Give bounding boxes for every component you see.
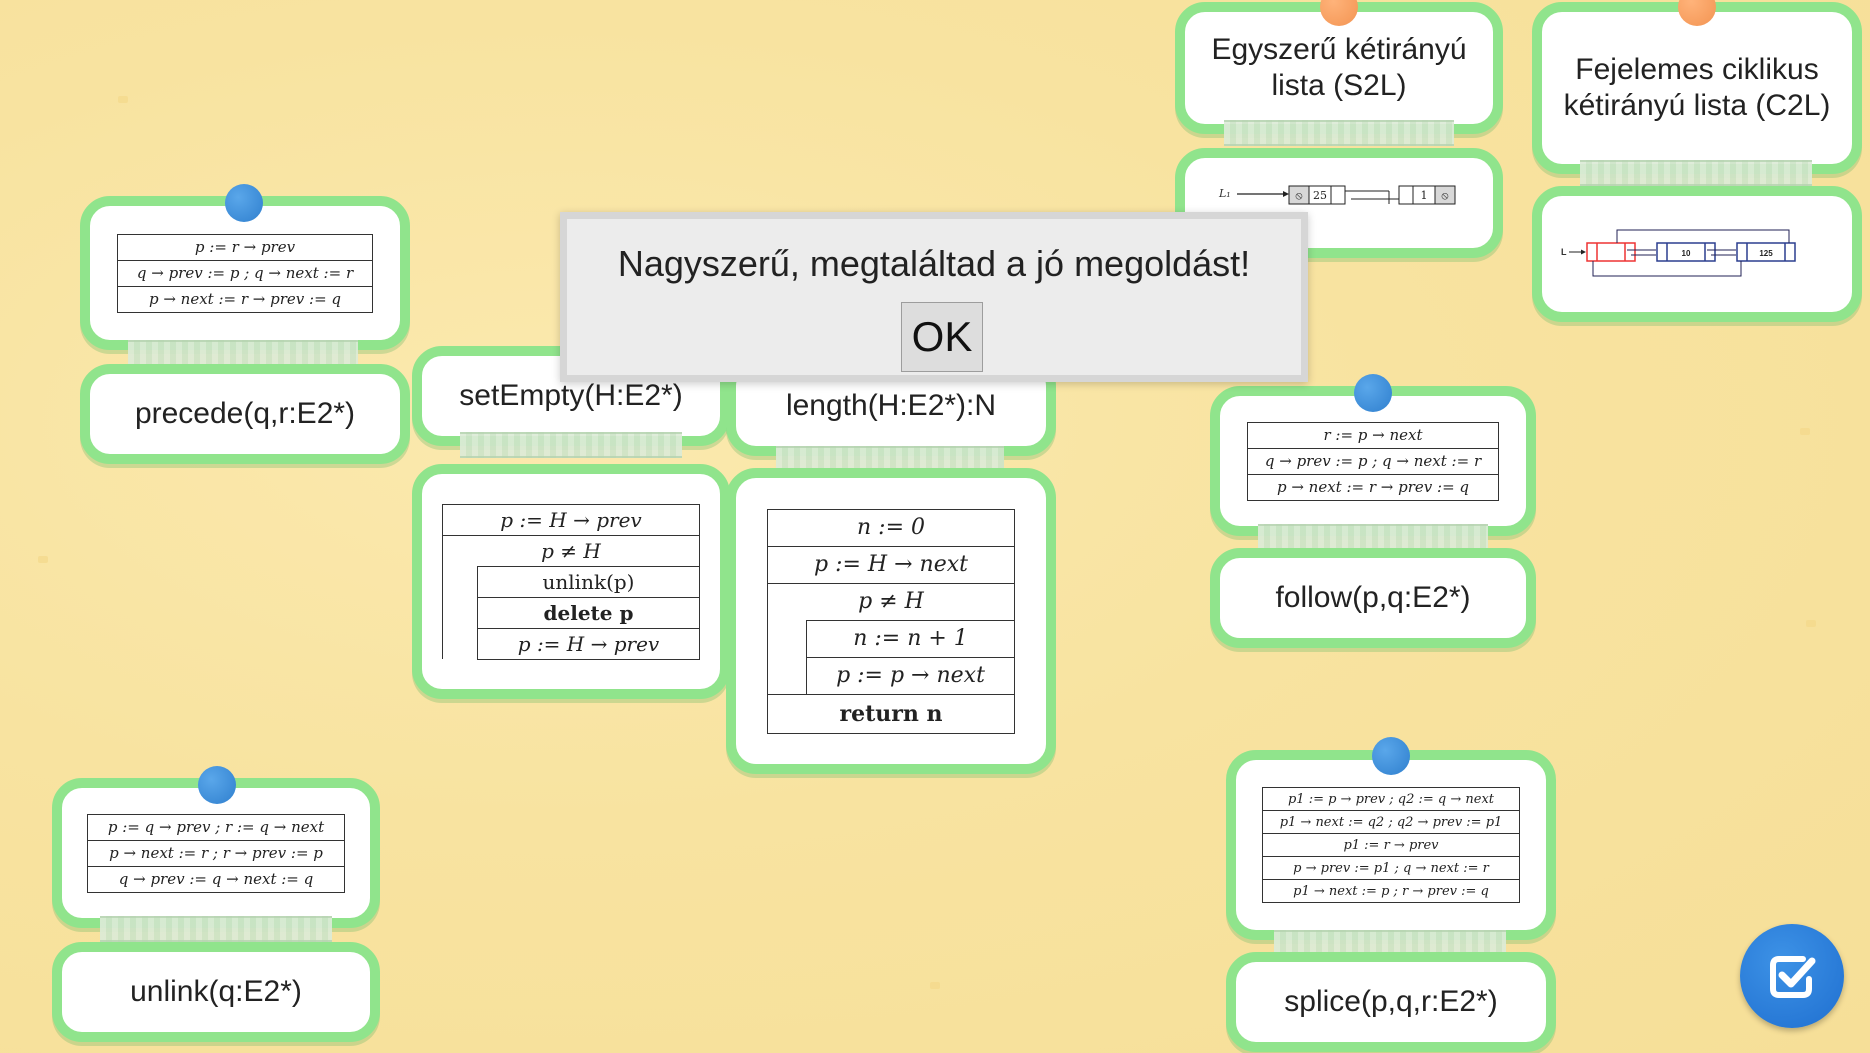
algo-line: r := p → next bbox=[1247, 421, 1499, 449]
background-speck bbox=[1800, 428, 1810, 435]
c2l-diagram-card[interactable]: L 10 125 bbox=[1532, 186, 1862, 322]
setEmpty-label: setEmpty(H:E2*) bbox=[459, 379, 683, 412]
algo-line: p := r → prev bbox=[117, 233, 373, 261]
algo-line: q → prev := p ; q → next := r bbox=[1247, 447, 1499, 475]
algo-line: p → next := r ; r → prev := p bbox=[87, 839, 345, 867]
tape bbox=[1580, 160, 1812, 186]
dialog-message: Nagyszerű, megtaláltad a jó megoldást! bbox=[617, 243, 1251, 284]
diagram-head-label: L₁ bbox=[1218, 187, 1231, 200]
tape bbox=[100, 916, 332, 942]
c2l-list-diagram: L 10 125 bbox=[1561, 229, 1796, 277]
pin-icon bbox=[1354, 374, 1392, 412]
follow-label: follow(p,q:E2*) bbox=[1275, 581, 1471, 614]
algo-line: p1 := p → prev ; q2 := q → next bbox=[1262, 787, 1520, 811]
algo-line: p := q → prev ; r := q → next bbox=[87, 813, 345, 841]
node-value: 125 bbox=[1759, 249, 1773, 258]
length-label: length(H:E2*):N bbox=[785, 389, 997, 422]
tape bbox=[1224, 120, 1454, 146]
splice-label: splice(p,q,r:E2*) bbox=[1284, 985, 1498, 1018]
c2l-header-card[interactable]: Fejelemes ciklikus kétirányú lista (C2L) bbox=[1532, 2, 1862, 174]
splice-structogram: p1 := p → prev ; q2 := q → next p1 → nex… bbox=[1262, 787, 1520, 903]
setEmpty-algorithm-card[interactable]: p := H → prev p ≠ H unlink(p) delete p p… bbox=[412, 464, 730, 699]
null-symbol: ⦸ bbox=[1441, 190, 1448, 202]
follow-label-card[interactable]: follow(p,q:E2*) bbox=[1210, 548, 1536, 648]
algo-line: q → prev := q → next := q bbox=[87, 865, 345, 893]
pin-icon bbox=[1372, 737, 1410, 775]
splice-algorithm-card[interactable]: p1 := p → prev ; q2 := q → next p1 → nex… bbox=[1226, 750, 1556, 940]
unlink-label-card[interactable]: unlink(q:E2*) bbox=[52, 942, 380, 1042]
null-symbol: ⦸ bbox=[1295, 190, 1302, 202]
algo-line: p1 → next := p ; r → prev := q bbox=[1262, 879, 1520, 903]
c2l-header-label: Fejelemes ciklikus kétirányú lista (C2L) bbox=[1563, 53, 1831, 122]
s2l-list-diagram: L₁ ⦸ 25 1 ⦸ bbox=[1218, 185, 1456, 205]
algo-line: n := n + 1 bbox=[806, 619, 1015, 658]
return-line: return n bbox=[767, 693, 1015, 734]
success-dialog: Nagyszerű, megtaláltad a jó megoldást! O… bbox=[560, 212, 1308, 382]
loop-condition: p ≠ H bbox=[767, 582, 1015, 620]
tape bbox=[460, 432, 682, 458]
algo-line: p := H → next bbox=[767, 545, 1015, 584]
background-speck bbox=[38, 556, 48, 563]
algo-line: q → prev := p ; q → next := r bbox=[117, 259, 373, 287]
node-value: 25 bbox=[1313, 189, 1327, 202]
algo-line: p → next := r → prev := q bbox=[117, 285, 373, 313]
unlink-structogram: p := q → prev ; r := q → next p → next :… bbox=[87, 813, 345, 893]
pin-icon bbox=[225, 184, 263, 222]
background-speck bbox=[1806, 620, 1816, 627]
pin-icon bbox=[198, 766, 236, 804]
length-structogram: n := 0 p := H → next p ≠ H n := n + 1 p … bbox=[767, 508, 1015, 734]
node-value: 10 bbox=[1682, 249, 1691, 258]
precede-structogram: p := r → prev q → prev := p ; q → next :… bbox=[117, 233, 373, 313]
background-speck bbox=[118, 96, 128, 103]
s2l-diagram-card[interactable]: L₁ ⦸ 25 1 ⦸ bbox=[1175, 148, 1503, 258]
algo-line: p1 → next := q2 ; q2 → prev := p1 bbox=[1262, 810, 1520, 834]
loop-condition: p ≠ H bbox=[442, 534, 700, 566]
background-speck bbox=[930, 982, 940, 989]
splice-label-card[interactable]: splice(p,q,r:E2*) bbox=[1226, 952, 1556, 1052]
length-algorithm-card[interactable]: n := 0 p := H → next p ≠ H n := n + 1 p … bbox=[726, 468, 1056, 774]
s2l-header-label: Egyszerű kétirányú lista (S2L) bbox=[1211, 33, 1467, 102]
unlink-label: unlink(q:E2*) bbox=[130, 975, 302, 1008]
checkbox-check-icon bbox=[1770, 956, 1816, 998]
algo-line: n := 0 bbox=[767, 508, 1015, 547]
algo-line: p1 := r → prev bbox=[1262, 833, 1520, 857]
diagram-head-label: L bbox=[1561, 247, 1567, 257]
algo-line: p → prev := p1 ; q → next := r bbox=[1262, 856, 1520, 880]
precede-algorithm-card[interactable]: p := r → prev q → prev := p ; q → next :… bbox=[80, 196, 410, 350]
precede-label-card[interactable]: precede(q,r:E2*) bbox=[80, 364, 410, 464]
algo-line: p := H → prev bbox=[477, 627, 700, 660]
algo-line: p := p → next bbox=[806, 656, 1015, 695]
algo-line: delete p bbox=[477, 596, 700, 629]
follow-structogram: r := p → next q → prev := p ; q → next :… bbox=[1247, 421, 1499, 501]
algo-line: p := H → prev bbox=[442, 503, 700, 536]
precede-label: precede(q,r:E2*) bbox=[134, 397, 356, 430]
loop-indent bbox=[767, 620, 807, 694]
loop-indent bbox=[442, 566, 478, 659]
tape bbox=[1258, 524, 1488, 550]
check-answer-button[interactable] bbox=[1740, 924, 1844, 1028]
follow-algorithm-card[interactable]: r := p → next q → prev := p ; q → next :… bbox=[1210, 386, 1536, 536]
node-value: 1 bbox=[1421, 189, 1428, 202]
tape bbox=[128, 340, 358, 366]
algo-line: p → next := r → prev := q bbox=[1247, 473, 1499, 501]
ok-button[interactable]: OK bbox=[901, 302, 983, 372]
setEmpty-structogram: p := H → prev p ≠ H unlink(p) delete p p… bbox=[442, 503, 700, 660]
algo-line: unlink(p) bbox=[477, 565, 700, 598]
